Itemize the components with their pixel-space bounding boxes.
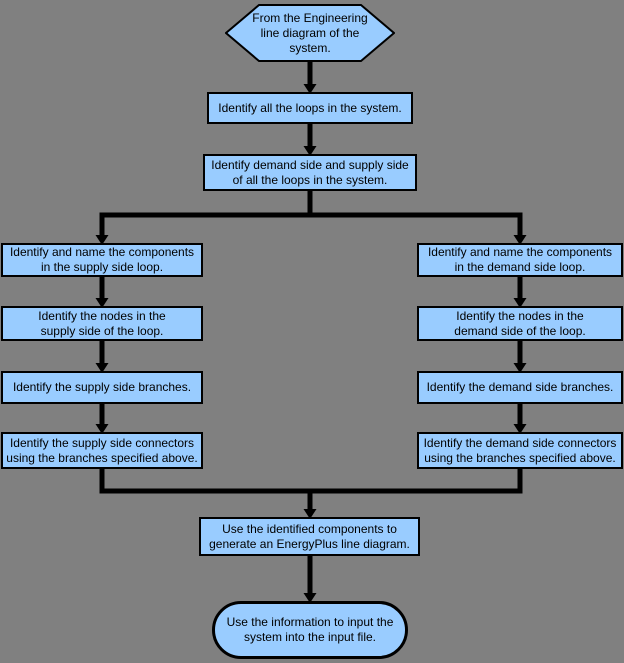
node-start-label: From the Engineering line diagram of the… [252, 10, 368, 55]
edge-generate-end [303, 554, 317, 603]
edge-demand-nodes-branches [513, 339, 527, 373]
node-identify-loops: Identify all the loops in the system. [207, 92, 413, 124]
node-demand-branches: Identify the demand side branches. [417, 371, 623, 404]
node-identify-sides: Identify demand side and supply side of … [203, 154, 417, 191]
edge-supply-components-nodes [95, 275, 109, 308]
node-generate-diagram: Use the identified components to generat… [199, 517, 420, 556]
node-supply-branches: Identify the supply side branches. [1, 371, 203, 404]
edge-demand-components-nodes [513, 275, 527, 308]
edge-sides-split [95, 189, 527, 245]
node-supply-nodes: Identify the nodes in the supply side of… [1, 306, 203, 341]
edge-start-loops [303, 58, 317, 94]
node-demand-components: Identify and name the components in the … [417, 243, 623, 277]
hexagon-shape [225, 4, 395, 62]
node-supply-components: Identify and name the components in the … [1, 243, 203, 277]
edge-demand-branches-connectors [513, 402, 527, 434]
edge-loops-sides [303, 122, 317, 156]
node-demand-nodes: Identify the nodes in the demand side of… [417, 306, 623, 341]
node-start: From the Engineering line diagram of the… [225, 4, 395, 62]
node-end: Use the information to input the system … [212, 601, 408, 659]
edge-supply-branches-connectors [95, 402, 109, 434]
edge-supply-nodes-branches [95, 339, 109, 373]
edge-merge-generate [99, 467, 523, 519]
node-supply-connectors: Identify the supply side connectors usin… [1, 432, 203, 469]
node-demand-connectors: Identify the demand side connectors usin… [417, 432, 623, 469]
